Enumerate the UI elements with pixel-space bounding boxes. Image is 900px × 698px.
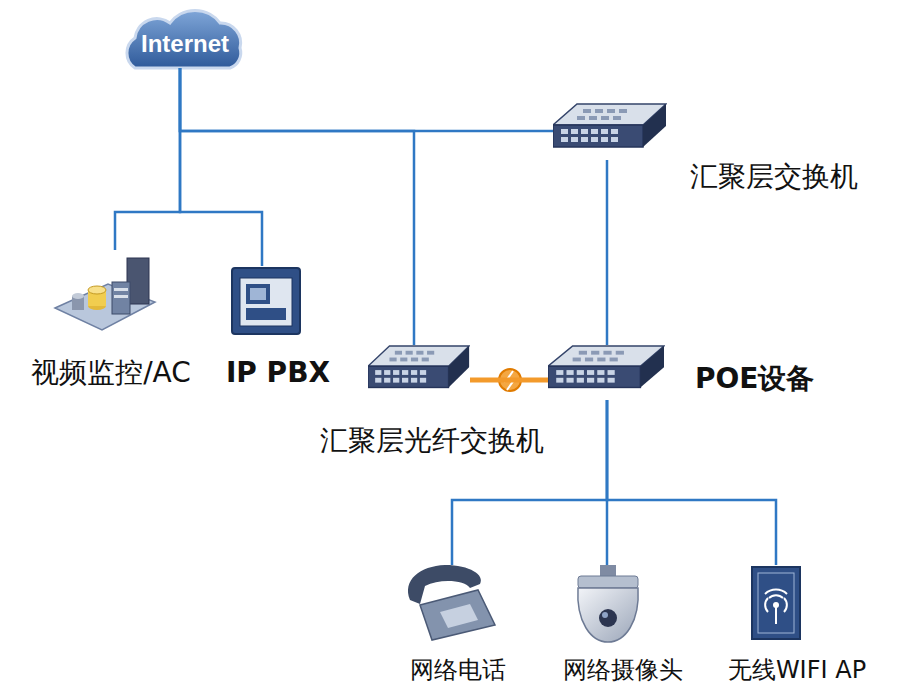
node-label: 视频监控/AC (31, 357, 191, 389)
node-label: POE设备 (695, 363, 814, 395)
poe-node: POE设备 (548, 345, 665, 400)
node-label: 汇聚层光纤交换机 (320, 425, 544, 457)
server-icon (55, 258, 155, 330)
internet-cloud-node: Internet (118, 14, 252, 68)
network-link (607, 400, 776, 565)
network-link (115, 68, 180, 250)
wifi-ap-icon (752, 567, 800, 639)
wifi-ap-node: 无线WIFI AP (750, 565, 802, 641)
poe-switch-icon (548, 346, 664, 387)
switch-icon (553, 104, 666, 147)
pbx-icon (232, 268, 300, 334)
network-link (470, 380, 548, 381)
pbx-node: IP PBX (230, 266, 302, 336)
node-label: 汇聚层交换机 (690, 161, 858, 193)
camera-node: 网络摄像头 (570, 565, 645, 643)
node-label: IP PBX (226, 357, 330, 389)
server-node: 视频监控/AC (55, 250, 155, 332)
camera-icon (578, 565, 638, 642)
network-link (180, 68, 553, 131)
network-link (180, 68, 414, 345)
fiber-switch-icon (368, 346, 469, 387)
fiber-switch-node: 汇聚层光纤交换机 (368, 345, 470, 400)
network-link (607, 160, 608, 345)
network-link (180, 68, 262, 266)
node-label: 网络摄像头 (563, 657, 683, 685)
phone-node: 网络电话 (405, 565, 495, 642)
node-label: 网络电话 (410, 657, 506, 685)
node-label: Internet (118, 14, 252, 68)
node-label: 无线WIFI AP (728, 657, 866, 685)
phone-icon (408, 565, 495, 640)
switch-node: 汇聚层交换机 (553, 103, 667, 160)
